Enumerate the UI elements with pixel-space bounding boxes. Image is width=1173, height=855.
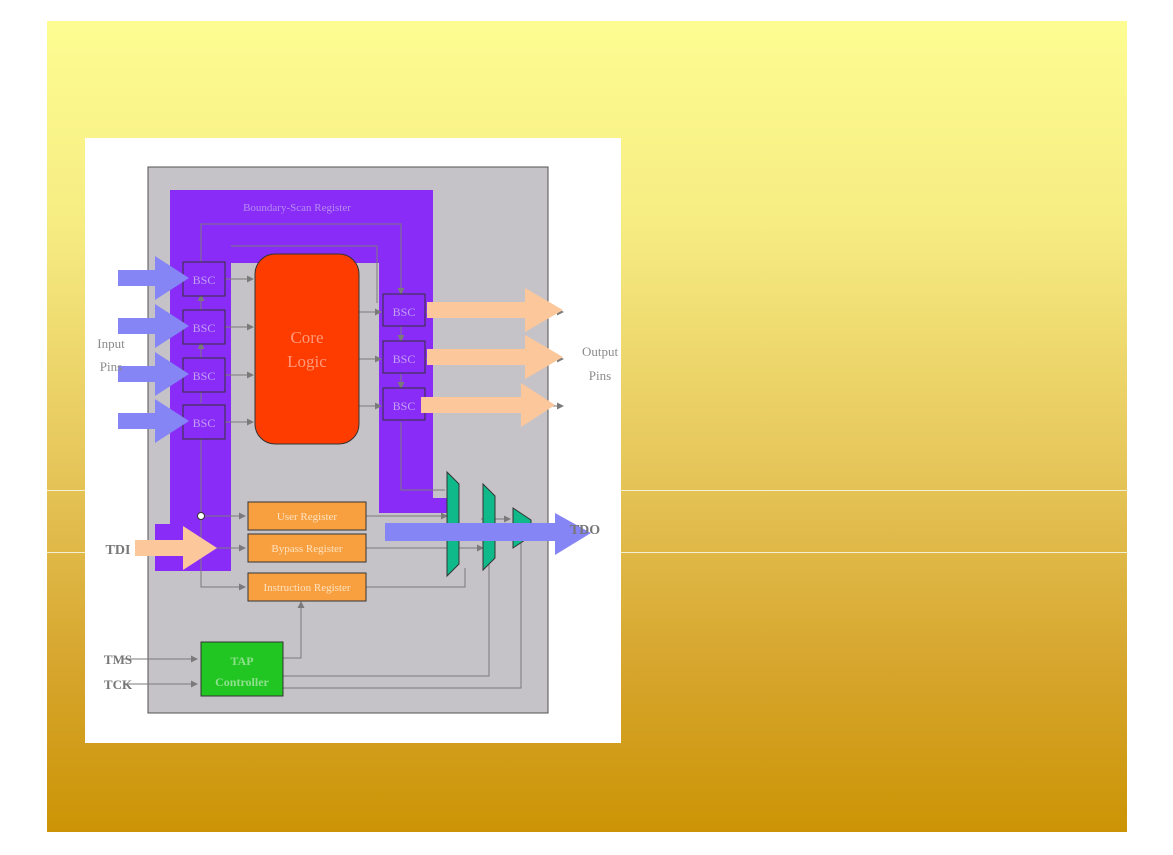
tdi-label: TDI [106, 543, 131, 558]
bsc-label: BSC [393, 305, 416, 319]
bsc-label: BSC [393, 399, 416, 413]
user-register-label: User Register [277, 511, 338, 523]
output-pin-arrows [421, 288, 563, 427]
bsc-cell-input-2 [182, 309, 226, 345]
bsc-label: BSC [193, 416, 216, 430]
tck-label: TCK [104, 677, 133, 692]
bsc-cell-output-1 [382, 293, 426, 327]
bsc-input-cells: BSC BSC BSC BSC [182, 261, 226, 440]
output-pins-label-line2: Pins [589, 368, 611, 383]
bsc-cell-input-1 [182, 261, 226, 297]
user-register [247, 501, 367, 531]
boundary-scan-register [155, 190, 447, 571]
tdo-arrow [385, 513, 591, 555]
input-pins-label-line1: Input [97, 336, 125, 351]
junction-dot [197, 512, 205, 520]
boundary-scan-label: Boundary-Scan Register [243, 202, 351, 214]
diagram-panel: Boundary-Scan Register [85, 138, 621, 743]
bsc-label: BSC [193, 369, 216, 383]
bsc-cell-input-4 [182, 404, 226, 440]
tdo-label: TDO [570, 523, 600, 538]
instruction-register-label: Instruction Register [263, 582, 350, 594]
bsc-label: BSC [393, 352, 416, 366]
core-logic-label-line1: Core [290, 328, 323, 347]
bypass-register-label: Bypass Register [271, 543, 343, 555]
bsc-output-cells: BSC BSC BSC [382, 293, 426, 421]
tap-controller [200, 641, 284, 697]
jtag-boundary-scan-diagram: Boundary-Scan Register [97, 166, 619, 714]
tap-controller-label-line1: TAP [230, 654, 253, 668]
input-pin-arrows [118, 256, 189, 443]
bypass-register [247, 533, 367, 563]
bsc-label: BSC [193, 273, 216, 287]
core-logic-label-line2: Logic [287, 352, 327, 371]
bsc-label: BSC [193, 321, 216, 335]
tdi-arrow [135, 526, 217, 570]
output-pins-label-line1: Output [582, 344, 619, 359]
bsc-cell-output-2 [382, 340, 426, 374]
core-logic-block [254, 253, 360, 445]
bsc-cell-input-3 [182, 357, 226, 393]
input-pins-label-line2: Pins [100, 359, 122, 374]
instruction-register [247, 572, 367, 602]
tap-controller-label-line2: Controller [215, 675, 269, 689]
tms-label: TMS [104, 652, 132, 667]
